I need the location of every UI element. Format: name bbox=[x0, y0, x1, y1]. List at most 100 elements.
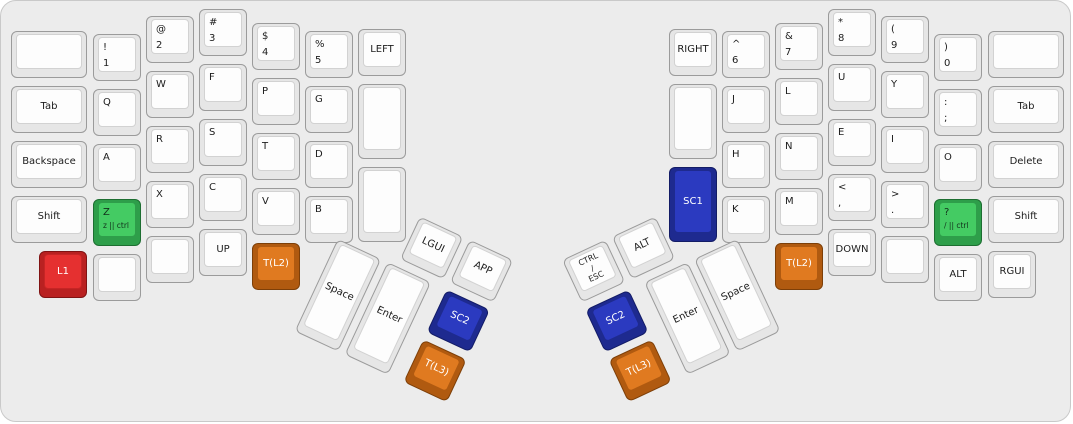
key-label-enter-right: Enter bbox=[671, 304, 701, 326]
key-sc2-left[interactable]: SC2 bbox=[426, 289, 491, 353]
key-o[interactable]: O bbox=[934, 144, 982, 191]
key-g[interactable]: G bbox=[305, 86, 353, 133]
key-1[interactable]: !1 bbox=[93, 34, 141, 81]
key-9[interactable]: (9 bbox=[881, 16, 929, 63]
key-blank-right-col9-bottom[interactable] bbox=[881, 236, 929, 283]
key-label-semicolon: : bbox=[944, 97, 948, 108]
key-label-l1: L1 bbox=[57, 265, 69, 277]
key-label-sc2-right: SC2 bbox=[604, 308, 627, 327]
keycap-app: APP bbox=[458, 244, 508, 293]
key-t[interactable]: T bbox=[252, 133, 300, 180]
key-label-right-arrow: RIGHT bbox=[677, 43, 709, 55]
key-q[interactable]: Q bbox=[93, 89, 141, 136]
key-y[interactable]: Y bbox=[881, 71, 929, 118]
keycap-f: F bbox=[204, 67, 242, 102]
key-s[interactable]: S bbox=[199, 119, 247, 166]
key-left-arrow[interactable]: LEFT bbox=[358, 29, 406, 76]
key-semicolon[interactable]: :; bbox=[934, 89, 982, 136]
key-u[interactable]: U bbox=[828, 64, 876, 111]
key-t-l2-right[interactable]: T(L2) bbox=[775, 243, 823, 290]
keycap-t-l2-right: T(L2) bbox=[780, 246, 818, 281]
key-label-o: O bbox=[944, 152, 952, 163]
key-shift-right[interactable]: Shift bbox=[988, 196, 1064, 243]
key-blank-left-col2-bottom[interactable] bbox=[146, 236, 194, 283]
key-sc1[interactable]: SC1 bbox=[669, 167, 717, 242]
key-n[interactable]: N bbox=[775, 133, 823, 180]
key-blank-left-outer-top[interactable] bbox=[11, 31, 87, 78]
key-alt-right[interactable]: ALT bbox=[934, 254, 982, 301]
key-blank-left-col1-bottom[interactable] bbox=[93, 254, 141, 301]
key-x[interactable]: X bbox=[146, 181, 194, 228]
key-l1[interactable]: L1 bbox=[39, 251, 87, 298]
key-w[interactable]: W bbox=[146, 71, 194, 118]
keycap-period: >. bbox=[886, 184, 924, 219]
key-t-l3-right[interactable]: T(L3) bbox=[608, 339, 672, 403]
key-right-arrow[interactable]: RIGHT bbox=[669, 29, 717, 76]
key-m[interactable]: M bbox=[775, 188, 823, 235]
keycap-6: ^6 bbox=[727, 34, 765, 69]
key-sc2-right[interactable]: SC2 bbox=[585, 289, 649, 353]
key-app[interactable]: APP bbox=[449, 239, 514, 303]
key-blank-right-inner-upper[interactable] bbox=[669, 84, 717, 159]
key-up[interactable]: UP bbox=[199, 229, 247, 276]
key-down[interactable]: DOWN bbox=[828, 229, 876, 276]
key-label-4: 4 bbox=[262, 46, 269, 58]
key-label-s: S bbox=[209, 127, 216, 138]
key-v[interactable]: V bbox=[252, 188, 300, 235]
key-label-6: ^ bbox=[732, 39, 741, 50]
key-lgui[interactable]: LGUI bbox=[400, 216, 464, 280]
key-4[interactable]: $4 bbox=[252, 23, 300, 70]
key-backspace[interactable]: Backspace bbox=[11, 141, 87, 188]
keycap-tab-right: Tab bbox=[993, 89, 1059, 124]
key-e[interactable]: E bbox=[828, 119, 876, 166]
key-j[interactable]: J bbox=[722, 86, 770, 133]
keycap-blank-right-inner-upper bbox=[674, 87, 712, 150]
key-l[interactable]: L bbox=[775, 78, 823, 125]
key-h[interactable]: H bbox=[722, 141, 770, 188]
key-d[interactable]: D bbox=[305, 141, 353, 188]
key-rgui[interactable]: RGUI bbox=[988, 251, 1036, 298]
key-t-l2-left[interactable]: T(L2) bbox=[252, 243, 300, 290]
key-question[interactable]: ?/ || ctrl bbox=[934, 199, 982, 246]
key-label-space-left: Space bbox=[323, 280, 356, 304]
keycap-c: C bbox=[204, 177, 242, 212]
keycap-blank-left-inner-upper bbox=[363, 87, 401, 150]
key-3[interactable]: #3 bbox=[199, 9, 247, 56]
key-i[interactable]: I bbox=[881, 126, 929, 173]
key-8[interactable]: *8 bbox=[828, 9, 876, 56]
key-period[interactable]: >. bbox=[881, 181, 929, 228]
key-ctrl-esc[interactable]: CTRL/ESC bbox=[562, 239, 626, 303]
key-c[interactable]: C bbox=[199, 174, 247, 221]
key-blank-left-inner-upper[interactable] bbox=[358, 84, 406, 159]
key-r[interactable]: R bbox=[146, 126, 194, 173]
key-7[interactable]: &7 bbox=[775, 23, 823, 70]
key-t-l3-left[interactable]: T(L3) bbox=[403, 339, 467, 403]
key-k[interactable]: K bbox=[722, 196, 770, 243]
key-label-comma: , bbox=[838, 197, 842, 209]
key-shift-left[interactable]: Shift bbox=[11, 196, 87, 243]
key-tab-left[interactable]: Tab bbox=[11, 86, 87, 133]
key-label-backspace: Backspace bbox=[22, 155, 76, 167]
key-blank-right-outer-top[interactable] bbox=[988, 31, 1064, 78]
key-label-3: 3 bbox=[209, 32, 216, 44]
key-label-rgui: RGUI bbox=[999, 265, 1025, 277]
key-label-sc1: SC1 bbox=[683, 195, 703, 207]
key-b[interactable]: B bbox=[305, 196, 353, 243]
key-sublabel-question: / || ctrl bbox=[944, 220, 969, 230]
key-label-2: @ bbox=[156, 24, 166, 35]
key-comma[interactable]: <, bbox=[828, 174, 876, 221]
key-p[interactable]: P bbox=[252, 78, 300, 125]
key-0[interactable]: )0 bbox=[934, 34, 982, 81]
key-f[interactable]: F bbox=[199, 64, 247, 111]
key-delete[interactable]: Delete bbox=[988, 141, 1064, 188]
key-5[interactable]: %5 bbox=[305, 31, 353, 78]
key-blank-left-inner-lower[interactable] bbox=[358, 167, 406, 242]
keycap-1: !1 bbox=[98, 37, 136, 72]
key-alt-thumb-right[interactable]: ALT bbox=[611, 216, 676, 280]
key-2[interactable]: @2 bbox=[146, 16, 194, 63]
key-tab-right[interactable]: Tab bbox=[988, 86, 1064, 133]
keycap-k: K bbox=[727, 199, 765, 234]
key-6[interactable]: ^6 bbox=[722, 31, 770, 78]
key-a[interactable]: A bbox=[93, 144, 141, 191]
